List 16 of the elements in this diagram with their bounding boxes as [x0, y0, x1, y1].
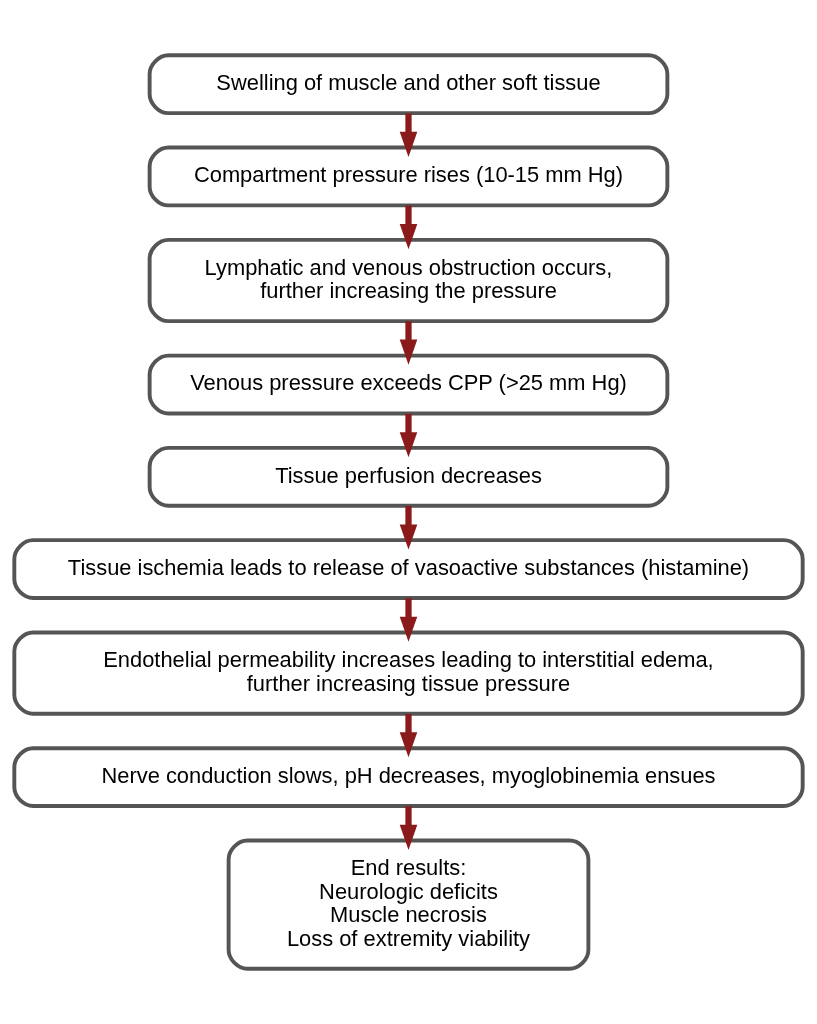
node-box: End results: Neurologic deficits Muscle necrosis Loss of extremity viability	[226, 838, 591, 971]
arrow	[399, 598, 418, 642]
node-box: Tissue ischemia leads to release of vasoactive substances (histamine)	[12, 538, 805, 600]
arrow	[399, 321, 418, 365]
node-box: Nerve conduction slows, pH decreases, myoglobinemia ensues	[12, 746, 805, 809]
node-box: Tissue perfusion decreases	[147, 445, 670, 508]
node-box: Lymphatic and venous obstruction occurs, further increasing the pressure	[147, 237, 670, 324]
node-box: Compartment pressure rises (10-15 mm Hg)	[147, 145, 670, 208]
node-box: Endothelial permeability increases leading to interstitial edema, further increasing tissue pressure	[12, 630, 805, 716]
arrow	[399, 113, 418, 157]
arrow	[399, 205, 418, 250]
arrow	[399, 806, 418, 850]
arrow	[399, 713, 418, 758]
arrow	[399, 413, 418, 458]
node-box: Swelling of muscle and other soft tissue	[147, 53, 670, 116]
node-box: Venous pressure exceeds CPP (>25 mm Hg)	[147, 353, 670, 416]
